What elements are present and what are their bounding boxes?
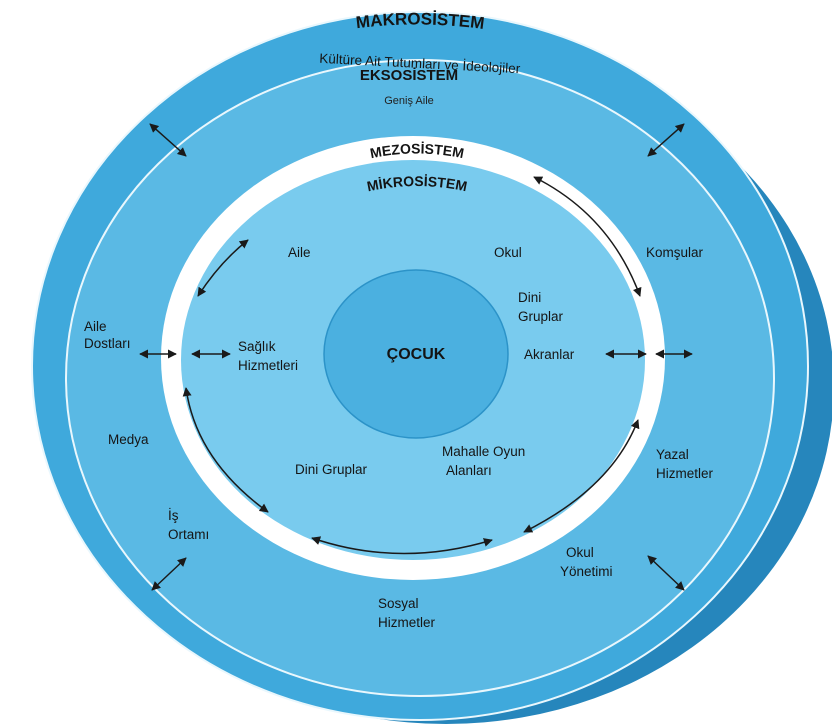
mezo-arc-arrow-bottom-right xyxy=(523,419,640,533)
mezo-arc-arrow-bottom-left xyxy=(182,387,269,513)
mikro-okul: Okul xyxy=(494,245,522,260)
mikro-mahalle-1: Mahalle Oyun xyxy=(442,444,525,459)
mezo-arc-arrow-top-right xyxy=(533,176,642,297)
makro-title: MAKROSİSTEM xyxy=(355,9,486,33)
mikro-akranlar: Akranlar xyxy=(524,347,575,362)
svg-text:MEZOSİSTEM: MEZOSİSTEM xyxy=(369,140,466,161)
mezo-title: MEZOSİSTEM xyxy=(369,140,466,161)
arrow-diag-top-left xyxy=(149,123,187,157)
mikro-mahalle-2: Alanları xyxy=(446,463,492,478)
center-circle xyxy=(323,269,509,439)
ekso-is-ortami-1: İş xyxy=(168,508,179,523)
ekso-sosyal-2: Hizmetler xyxy=(378,615,436,630)
mezo-arc-arrow-top-left xyxy=(197,239,249,297)
ekso-medya: Medya xyxy=(108,432,149,447)
mikro-saglik-2: Hizmetleri xyxy=(238,358,298,373)
ekso-komsular: Komşular xyxy=(646,245,704,260)
svg-text:MİKROSİSTEM: MİKROSİSTEM xyxy=(365,173,468,194)
mikro-saglik-1: Sağlık xyxy=(238,339,276,354)
mikro-title: MİKROSİSTEM xyxy=(365,173,468,194)
ekso-aile-dostlari-1: Aile xyxy=(84,319,107,334)
arrow-diag-top-right xyxy=(647,123,685,157)
arrow-diag-bottom-right xyxy=(647,555,685,591)
ekso-title: EKSOSİSTEM xyxy=(360,67,458,84)
ekso-yazal-1: Yazal xyxy=(656,447,689,462)
mikro-aile: Aile xyxy=(288,245,311,260)
mezo-arc-arrow-bottom xyxy=(311,536,493,555)
mikro-dini-gruplar-bottom: Dini Gruplar xyxy=(295,462,368,477)
ekso-subtitle: Geniş Aile xyxy=(384,95,434,107)
mikro-dini-gruplar-top-1: Dini xyxy=(518,290,541,305)
ekso-okul-yonetimi-1: Okul xyxy=(566,545,594,560)
ekso-is-ortami-2: Ortamı xyxy=(168,527,209,542)
ekso-sosyal-1: Sosyal xyxy=(378,596,419,611)
mikro-dini-gruplar-top-2: Gruplar xyxy=(518,309,564,324)
ekso-yazal-2: Hizmetler xyxy=(656,466,714,481)
center-title: ÇOCUK xyxy=(387,346,446,363)
arrow-diag-bottom-left xyxy=(151,557,187,591)
svg-text:MAKROSİSTEM: MAKROSİSTEM xyxy=(355,9,486,33)
ekso-okul-yonetimi-2: Yönetimi xyxy=(560,564,613,579)
ekso-aile-dostlari-2: Dostları xyxy=(84,336,131,351)
